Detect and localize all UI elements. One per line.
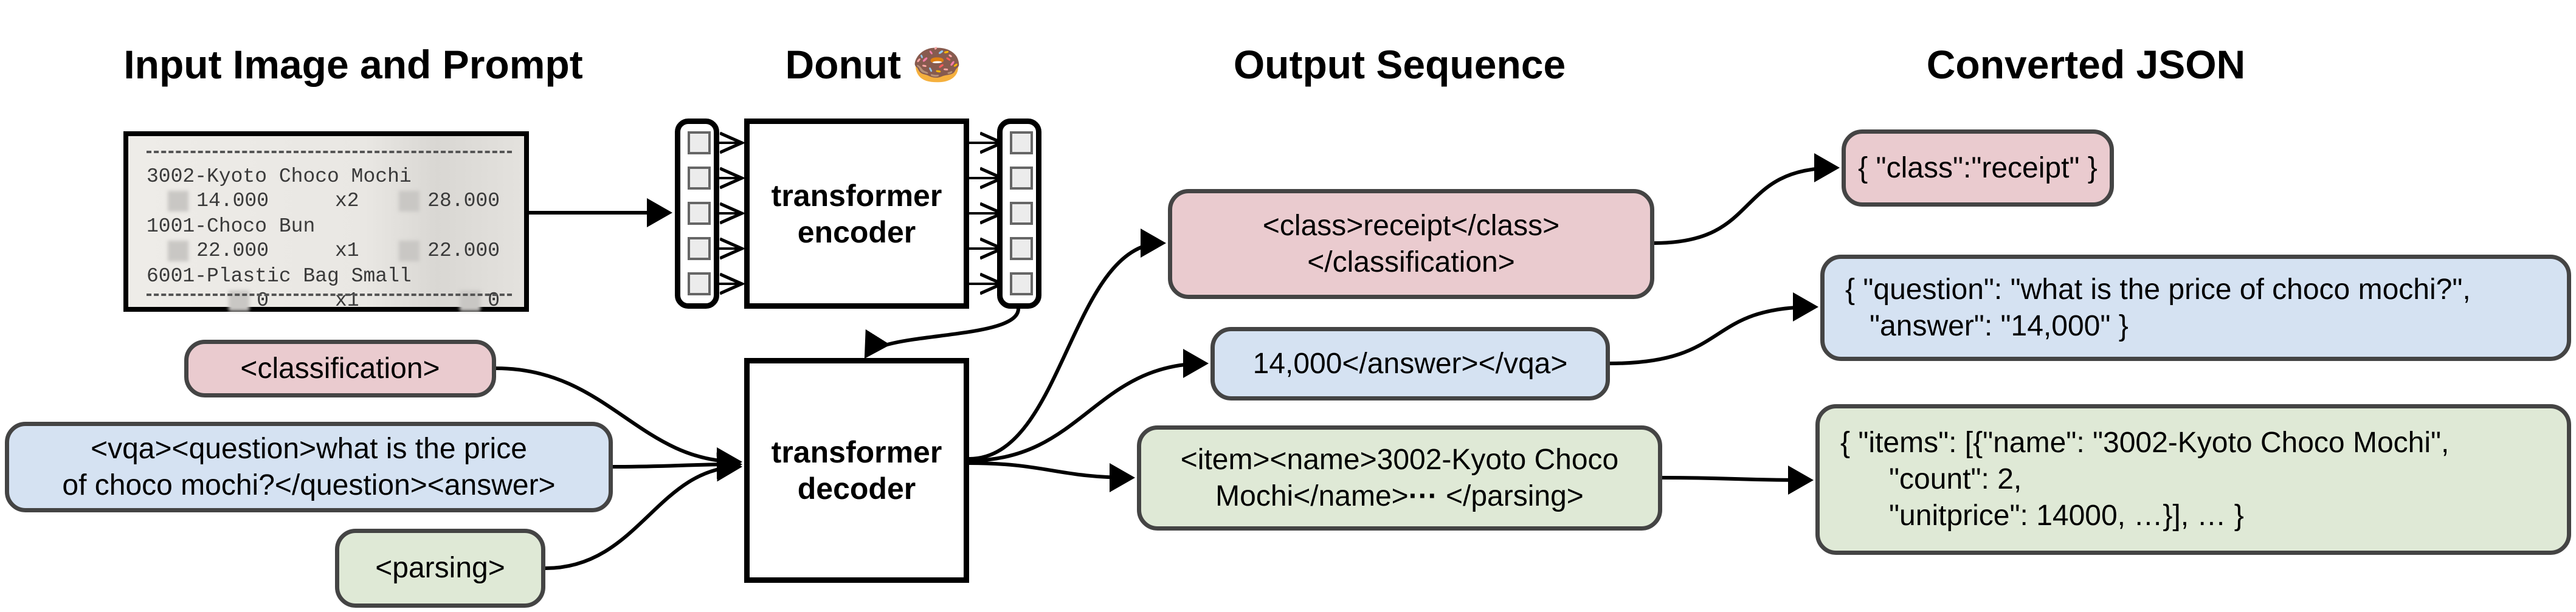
- output-parsing-line: <item><name>3002-Kyoto Choco: [1180, 443, 1619, 476]
- prompt-classification-text: <classification>: [240, 352, 440, 385]
- token-embedding: [1010, 131, 1033, 154]
- title-json: Converted JSON: [1926, 42, 2246, 87]
- output-parsing-segment: Mochi</name>: [1215, 480, 1409, 512]
- json-parsing: { "items": [{"name": "3002-Kyoto Choco M…: [1815, 404, 2571, 555]
- output-classification: <class>receipt</class> </classification>: [1168, 189, 1654, 299]
- receipt-item-total: 0: [488, 289, 500, 312]
- json-vqa-line: { "question": "what is the price of choc…: [1845, 273, 2471, 306]
- receipt-item-qty: x1: [335, 239, 359, 262]
- arrow-decoder-to-out-parsing: [969, 461, 1135, 492]
- receipt-item-unitprice: 14.000: [196, 190, 269, 212]
- receipt-dashline: [147, 151, 512, 153]
- json-classification-text: { "class":"receipt" }: [1858, 151, 2098, 184]
- arrow-vqa-prompt: [612, 450, 742, 480]
- prompt-vqa: <vqa><question>what is the price of choc…: [5, 422, 613, 512]
- receipt-dashline: [147, 294, 512, 296]
- decoder-label-line: transformer: [771, 435, 942, 469]
- output-classification-line: <class>receipt</class>: [1262, 209, 1560, 242]
- input-token-column: [675, 119, 719, 309]
- json-parsing-line: "unitprice": 14000, …}], … }: [1840, 500, 2244, 532]
- output-token-column: [997, 119, 1041, 309]
- output-classification-line: </classification>: [1307, 246, 1515, 278]
- receipt-item-unitprice: 22.000: [196, 239, 269, 262]
- token-embedding: [688, 272, 711, 295]
- output-vqa-text: 14,000</answer></vqa>: [1252, 347, 1568, 380]
- prompt-vqa-line: <vqa><question>what is the price: [91, 432, 527, 465]
- encoder-label-line: transformer: [771, 178, 942, 213]
- json-vqa-line: "answer": "14,000" }: [1845, 309, 2129, 342]
- prompt-vqa-line: of choco mochi?</question><answer>: [62, 469, 556, 501]
- token-embedding: [688, 237, 711, 260]
- token-embedding: [688, 131, 711, 154]
- receipt-item-name: 3002-Kyoto Choco Mochi: [147, 165, 412, 188]
- receipt-item-qty: x2: [335, 190, 359, 212]
- receipt-item-name: 1001-Choco Bun: [147, 215, 316, 238]
- output-vqa: 14,000</answer></vqa>: [1210, 327, 1610, 401]
- prompt-parsing: <parsing>: [335, 529, 545, 608]
- token-embedding: [1010, 202, 1033, 225]
- prompt-parsing-text: <parsing>: [375, 552, 505, 584]
- json-classification: { "class":"receipt" }: [1842, 129, 2114, 207]
- title-donut: Donut 🍩: [785, 41, 962, 89]
- prompt-classification: <classification>: [184, 340, 496, 397]
- redacted-block: [168, 241, 188, 261]
- token-embedding: [688, 167, 711, 190]
- token-embedding: [1010, 272, 1033, 295]
- ellipsis: ···: [1408, 480, 1438, 512]
- arrow-encoder-to-decoder: [864, 308, 1020, 359]
- redacted-block: [399, 241, 420, 261]
- token-embedding: [1010, 167, 1033, 190]
- output-parsing-segment: </parsing>: [1437, 480, 1584, 512]
- output-parsing: <item><name>3002-Kyoto Choco Mochi</name…: [1137, 425, 1662, 531]
- redacted-block: [399, 191, 420, 211]
- arrow-out-parsing-to-json: [1662, 465, 1814, 495]
- arrow-out-class-to-json: [1654, 153, 1840, 245]
- arrow-classification-prompt: [496, 366, 742, 476]
- encoder-label-line: encoder: [797, 215, 916, 249]
- arrow-parsing-prompt: [545, 452, 742, 570]
- receipt-item-name: 6001-Plastic Bag Small: [147, 265, 412, 287]
- json-parsing-line: "count": 2,: [1840, 463, 2022, 495]
- receipt-item-total: 28.000: [427, 190, 500, 212]
- arrow-out-vqa-to-json: [1609, 292, 1818, 365]
- title-output: Output Sequence: [1233, 42, 1566, 87]
- title-input: Input Image and Prompt: [123, 42, 583, 87]
- receipt-item-total: 22.000: [427, 239, 500, 262]
- redacted-block: [168, 191, 188, 211]
- output-parsing-line: Mochi</name>··· </parsing>: [1215, 478, 1584, 515]
- arrow-decoder-to-out-class: [969, 229, 1166, 461]
- token-embedding: [1010, 237, 1033, 260]
- json-parsing-line: { "items": [{"name": "3002-Kyoto Choco M…: [1840, 427, 2450, 459]
- token-embedding: [688, 202, 711, 225]
- donut-icon: 🍩: [912, 42, 962, 87]
- arrow-decoder-to-out-vqa: [969, 349, 1209, 462]
- receipt-item-qty: x1: [335, 289, 359, 312]
- receipt-item-unitprice: 0: [257, 289, 269, 312]
- json-vqa: { "question": "what is the price of choc…: [1820, 255, 2571, 361]
- decoder-label-line: decoder: [797, 472, 916, 506]
- donut-label: Donut: [785, 42, 902, 87]
